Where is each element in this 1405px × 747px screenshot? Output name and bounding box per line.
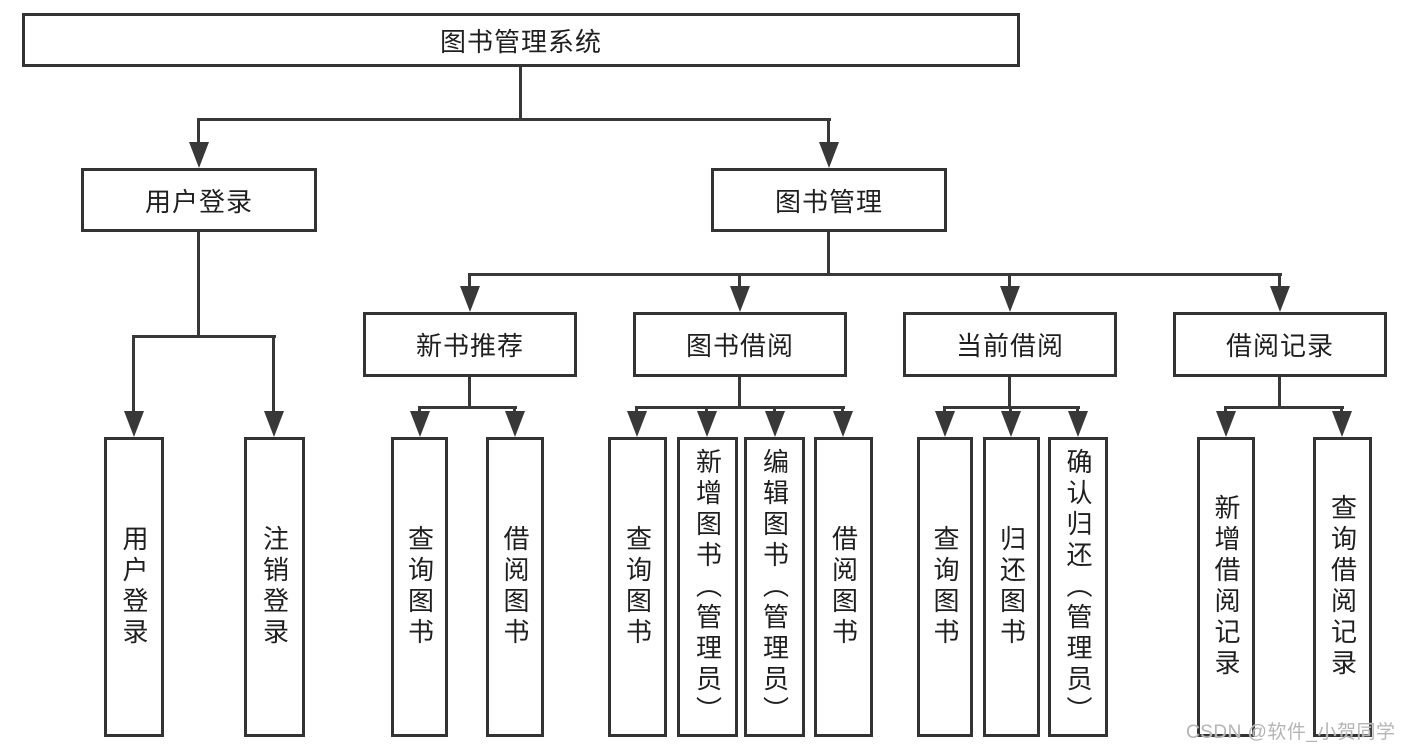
node-label: 当前借阅 bbox=[955, 331, 1064, 361]
leaf-label: 确认归还（管理员） bbox=[1063, 447, 1093, 727]
leaf-borrow-books: 借阅图书 bbox=[814, 437, 873, 737]
connector-vline bbox=[827, 232, 830, 276]
leaf-query-books-current: 查询图书 bbox=[917, 437, 973, 737]
connector-vline bbox=[1076, 406, 1079, 412]
leaf-confirm-return-admin: 确认归还（管理员） bbox=[1048, 437, 1108, 737]
leaf-label: 查询图书 bbox=[930, 525, 960, 649]
leaf-user-login: 用户登录 bbox=[104, 437, 164, 737]
leaf-label: 新增借阅记录 bbox=[1211, 494, 1241, 680]
watermark: CSDN @软件_小贺同学 bbox=[1186, 722, 1396, 743]
node-book-borrowing: 图书借阅 bbox=[633, 312, 847, 377]
leaf-borrow-books-recommend: 借阅图书 bbox=[486, 437, 544, 737]
arrow-down-icon bbox=[264, 411, 284, 437]
connector-vline bbox=[738, 273, 741, 286]
connector-vline bbox=[1340, 406, 1343, 412]
node-book-management: 图书管理 bbox=[711, 168, 947, 232]
connector-hline bbox=[132, 335, 276, 338]
arrow-down-icon bbox=[189, 142, 209, 168]
connector-vline bbox=[272, 335, 275, 411]
connector-hline bbox=[468, 273, 1282, 276]
leaf-logout: 注销登录 bbox=[244, 437, 305, 737]
leaf-label: 新增图书（管理员） bbox=[692, 447, 723, 727]
leaf-label: 查询图书 bbox=[622, 525, 653, 649]
connector-vline bbox=[132, 335, 135, 411]
connector-vline bbox=[513, 406, 516, 412]
arrow-down-icon bbox=[1216, 411, 1236, 437]
connector-vline bbox=[635, 406, 638, 412]
connector-hline bbox=[197, 118, 831, 121]
node-label: 借阅记录 bbox=[1225, 331, 1334, 361]
connector-vline bbox=[738, 377, 741, 409]
leaf-label: 借阅图书 bbox=[500, 525, 530, 649]
arrow-down-icon bbox=[124, 411, 144, 437]
connector-vline bbox=[197, 118, 200, 142]
arrow-down-icon bbox=[627, 411, 647, 437]
leaf-label: 编辑图书（管理员） bbox=[759, 447, 790, 727]
node-label: 新书推荐 bbox=[415, 331, 524, 361]
connector-vline bbox=[1008, 377, 1011, 409]
connector-vline bbox=[773, 406, 776, 412]
connector-vline bbox=[1224, 406, 1227, 412]
connector-vline bbox=[197, 232, 200, 338]
arrow-down-icon bbox=[1332, 411, 1352, 437]
node-label: 用户登录 bbox=[144, 186, 253, 217]
connector-vline bbox=[841, 406, 844, 412]
leaf-label: 查询借阅记录 bbox=[1327, 494, 1358, 680]
connector-vline bbox=[418, 406, 421, 412]
arrow-down-icon bbox=[833, 411, 853, 437]
arrow-down-icon bbox=[1000, 286, 1020, 312]
connector-vline bbox=[943, 406, 946, 412]
node-user-login: 用户登录 bbox=[81, 168, 317, 232]
node-current-borrowing: 当前借阅 bbox=[903, 312, 1117, 377]
arrow-down-icon bbox=[765, 411, 785, 437]
node-label: 图书管理系统 bbox=[439, 26, 602, 57]
arrow-down-icon bbox=[505, 411, 525, 437]
connector-vline bbox=[519, 67, 522, 118]
arrow-down-icon bbox=[1001, 411, 1021, 437]
leaf-return-books: 归还图书 bbox=[983, 437, 1040, 737]
arrow-down-icon bbox=[410, 411, 430, 437]
connector-vline bbox=[468, 377, 471, 409]
arrow-down-icon bbox=[697, 411, 717, 437]
node-borrowing-records: 借阅记录 bbox=[1173, 312, 1387, 377]
connector-vline bbox=[468, 273, 471, 286]
leaf-query-books-recommend: 查询图书 bbox=[391, 437, 448, 737]
leaf-label: 查询图书 bbox=[404, 525, 435, 649]
connector-hline bbox=[418, 406, 517, 409]
node-new-book-recommend: 新书推荐 bbox=[363, 312, 577, 377]
connector-vline bbox=[1278, 273, 1281, 286]
arrow-down-icon bbox=[460, 286, 480, 312]
leaf-add-books-admin: 新增图书（管理员） bbox=[677, 437, 738, 737]
connector-hline bbox=[1224, 406, 1344, 409]
leaf-label: 注销登录 bbox=[259, 525, 290, 649]
node-label: 图书管理 bbox=[774, 186, 883, 217]
arrow-down-icon bbox=[730, 286, 750, 312]
leaf-label: 用户登录 bbox=[119, 525, 149, 649]
node-library-management-system: 图书管理系统 bbox=[22, 13, 1020, 67]
leaf-edit-books-admin: 编辑图书（管理员） bbox=[744, 437, 805, 737]
connector-vline bbox=[1278, 377, 1281, 409]
node-label: 图书借阅 bbox=[685, 331, 794, 361]
connector-vline bbox=[705, 406, 708, 412]
leaf-query-borrow-record: 查询借阅记录 bbox=[1313, 437, 1372, 737]
leaf-label: 归还图书 bbox=[996, 525, 1027, 649]
leaf-query-books-borrowing: 查询图书 bbox=[608, 437, 667, 737]
arrow-down-icon bbox=[819, 142, 839, 168]
arrow-down-icon bbox=[1270, 286, 1290, 312]
arrow-down-icon bbox=[935, 411, 955, 437]
arrow-down-icon bbox=[1068, 411, 1088, 437]
leaf-add-borrow-record: 新增借阅记录 bbox=[1197, 437, 1255, 737]
leaf-label: 借阅图书 bbox=[828, 525, 859, 649]
connector-vline bbox=[1008, 273, 1011, 286]
connector-vline bbox=[827, 118, 830, 142]
connector-vline bbox=[1009, 406, 1012, 412]
